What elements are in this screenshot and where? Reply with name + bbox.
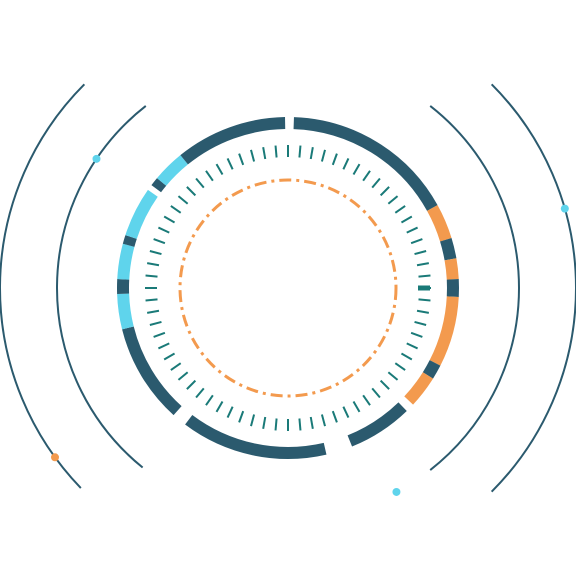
tick-mark [238,410,245,423]
accent-dot [51,453,59,462]
tick-mark [394,205,406,214]
tick-mark [186,379,197,390]
tick-mark [418,298,431,302]
tick-mark [379,379,390,390]
ring-segment [293,117,438,211]
ring-segment [122,235,137,247]
tick-mark [400,352,413,361]
tick-mark [379,186,390,197]
tick-mark [250,414,256,427]
tick-mark [186,186,197,197]
tick-mark [414,250,427,256]
tick-mark [414,320,427,326]
tick-mark [163,352,176,361]
tick-mark [149,320,162,326]
tick-mark [309,146,314,160]
ring-segment [444,258,459,280]
tick-mark [394,362,406,371]
tick-mark [205,170,214,182]
ring-segment [180,117,286,165]
ring-segment [122,326,182,416]
ring-segment [117,293,134,330]
tick-mark [320,414,326,427]
tick-mark [371,177,381,189]
tick-mark [250,149,256,162]
tick-mark [149,250,162,256]
tick-mark [145,298,158,302]
ring-segment [157,155,189,186]
tick-mark [170,362,182,371]
tick-mark [342,406,350,419]
ring-segment [429,296,459,366]
ring-segment [347,402,407,447]
segmented-ring [117,117,459,459]
accent-dot [560,204,569,213]
tick-mark [352,163,361,176]
tick-mark [371,387,381,399]
tick-mark [145,274,158,278]
ring-segment [440,238,457,261]
tick-mark [262,146,267,160]
ring-segment [404,372,434,405]
dash-dot-ring [178,178,398,398]
outer-arc [490,83,576,493]
accent-dot [92,154,101,163]
tick-mark [406,342,419,350]
tick-mark [195,177,205,189]
tick-mark [177,371,189,381]
tick-mark [195,387,205,399]
tick-mark [146,262,160,267]
tick-mark [262,416,267,430]
ring-segment [185,414,327,459]
tick-ring [145,145,431,431]
tick-mark [410,238,423,245]
tick-mark [177,195,189,205]
outer-arc [429,105,521,471]
tick-mark [274,418,278,431]
tick-mark [387,195,399,205]
tick-mark [320,149,326,162]
tick-mark [157,342,170,350]
tick-mark [146,309,160,314]
ring-segment [151,178,167,193]
tick-mark [331,153,338,166]
tick-mark [298,418,302,431]
tick-mark [157,226,170,234]
accent-dot [392,487,401,496]
tick-mark [400,215,413,224]
tick-mark [153,331,166,338]
tick-mark [362,394,371,406]
tick-mark [406,226,419,234]
ring-segment [427,205,452,242]
accent-dots [51,154,569,496]
tick-mark [215,400,224,413]
tick-mark [226,157,234,170]
tick-mark [226,406,234,419]
tick-mark [238,153,245,166]
tick-mark [274,145,278,158]
outer-arc [0,83,86,489]
tick-mark [163,215,176,224]
tick-mark [416,262,430,267]
tick-mark [387,371,399,381]
ring-segment [422,360,441,379]
tick-mark [205,394,214,406]
ring-segment [117,243,135,280]
tick-mark [309,416,314,430]
tick-mark [352,400,361,413]
tick-mark [410,331,423,338]
outer-arc [56,105,147,469]
tick-mark [418,274,431,278]
tick-mark [342,157,350,170]
tick-mark [298,145,302,158]
outer-arc-lines [0,83,576,493]
tick-mark [331,410,338,423]
tick-mark [170,205,182,214]
tick-mark [153,238,166,245]
tick-mark [215,163,224,176]
tick-mark [416,309,430,314]
ring-segment [125,189,158,239]
tick-mark [362,170,371,182]
